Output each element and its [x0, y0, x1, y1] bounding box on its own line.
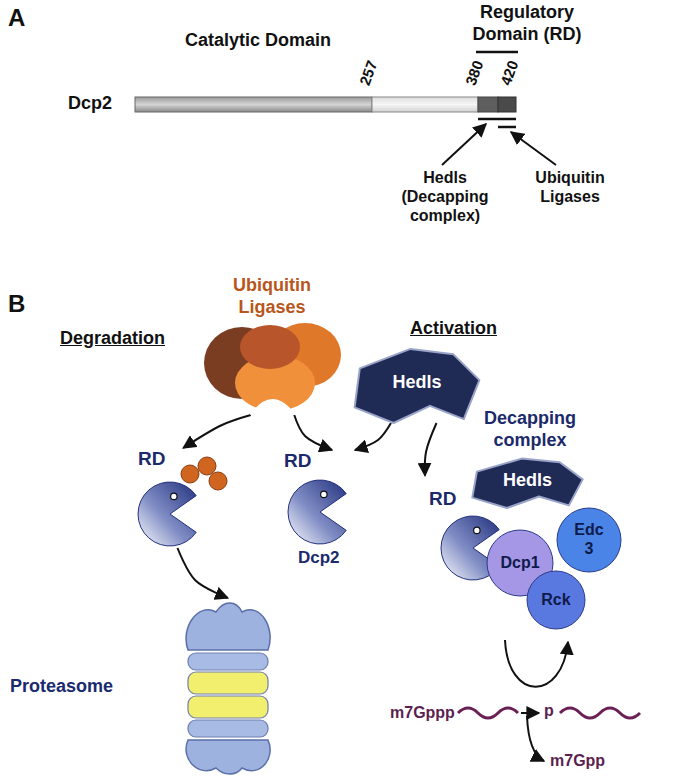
ubiquitin-ligase: Ubiquitin Ligases	[200, 275, 345, 415]
binding-region-line	[478, 118, 516, 121]
mrna-strand	[458, 708, 518, 718]
binding-partner: Ubiquitin Ligases	[520, 168, 620, 206]
node-text: Proteasome	[10, 676, 113, 698]
edc3-subunit-outline	[557, 508, 621, 572]
mrna-label: m7Gppp	[390, 703, 455, 722]
domain-bracket	[476, 51, 518, 54]
panel-letter: A	[8, 4, 25, 33]
leader-arrow	[511, 132, 556, 165]
proteasome: Proteasome	[5, 598, 280, 776]
proteasome-drawing	[186, 603, 270, 774]
cap-product: m7Gpp	[550, 751, 605, 770]
node-text: RD	[429, 488, 456, 511]
binding-partner: Hedls (Decapping complex)	[385, 168, 505, 226]
residue-number: 420	[497, 58, 522, 88]
edc3-subunit: Edc 3	[557, 508, 621, 572]
rck-subunit: Rck	[525, 571, 591, 629]
residue-number: 257	[356, 58, 381, 88]
dcp2-enzyme: RD Dcp2	[270, 450, 370, 572]
dcp2-pacman	[138, 482, 196, 546]
ubiquitin	[198, 457, 216, 475]
ubiquitin-ligase-outline	[200, 275, 345, 415]
ligase-shape	[204, 323, 341, 415]
pathway-arrow	[294, 415, 332, 450]
node-text: Rck	[525, 590, 587, 609]
node-text: RD	[284, 450, 311, 473]
pathway-heading: Degradation	[60, 328, 165, 350]
residue-number: 380	[462, 58, 487, 88]
node-text: RD	[138, 448, 165, 471]
dcp2-pacman	[288, 480, 346, 544]
pathway-arrow	[178, 548, 228, 598]
reaction-arrow	[521, 712, 539, 714]
pacman-eye	[474, 527, 480, 533]
protein-name: Dcp2	[68, 93, 112, 115]
node-text: Hedls	[490, 470, 565, 492]
node-text: Decapping complex	[460, 408, 600, 451]
node-text: Edc 3	[569, 520, 609, 558]
decapping-complex: Decapping complexHedlsRD Dcp1 Edc 3 Rck	[425, 408, 630, 633]
domain-name: Catalytic Domain	[185, 30, 331, 52]
mrna-label: p	[544, 701, 554, 720]
mrna-strand	[560, 708, 640, 718]
domain-name: Regulatory Domain (RD)	[452, 2, 602, 45]
pathway-arrow	[355, 423, 391, 450]
hedls-protein: Hedls	[352, 345, 482, 423]
node-text: Hedls	[377, 372, 457, 394]
pathway-arrow	[425, 423, 437, 476]
node-text: Dcp1	[487, 553, 553, 572]
node-text: Ubiquitin Ligases	[212, 275, 332, 318]
protein-bar	[135, 97, 516, 112]
leader-arrow	[442, 124, 486, 165]
dcp2-ubiquitinated-outline	[120, 448, 235, 548]
cycle-arrow	[505, 640, 568, 687]
panel-letter: B	[8, 290, 25, 319]
ubiquitin	[181, 465, 199, 483]
dcp2-ubiquitinated: RD	[120, 448, 235, 548]
pacman-eye	[171, 493, 177, 499]
node-text: Dcp2	[298, 548, 340, 568]
pathway-arrow	[183, 415, 251, 448]
ubiquitin	[209, 472, 227, 490]
subunit-circle	[557, 508, 621, 572]
pacman-eye	[321, 491, 327, 497]
product-arrow	[527, 716, 544, 761]
hedls-shape	[355, 349, 480, 423]
hedls-shape	[472, 459, 582, 508]
pathway-heading: Activation	[410, 318, 497, 340]
binding-region-line	[498, 126, 516, 129]
hedls-protein: Hedls	[470, 456, 585, 508]
